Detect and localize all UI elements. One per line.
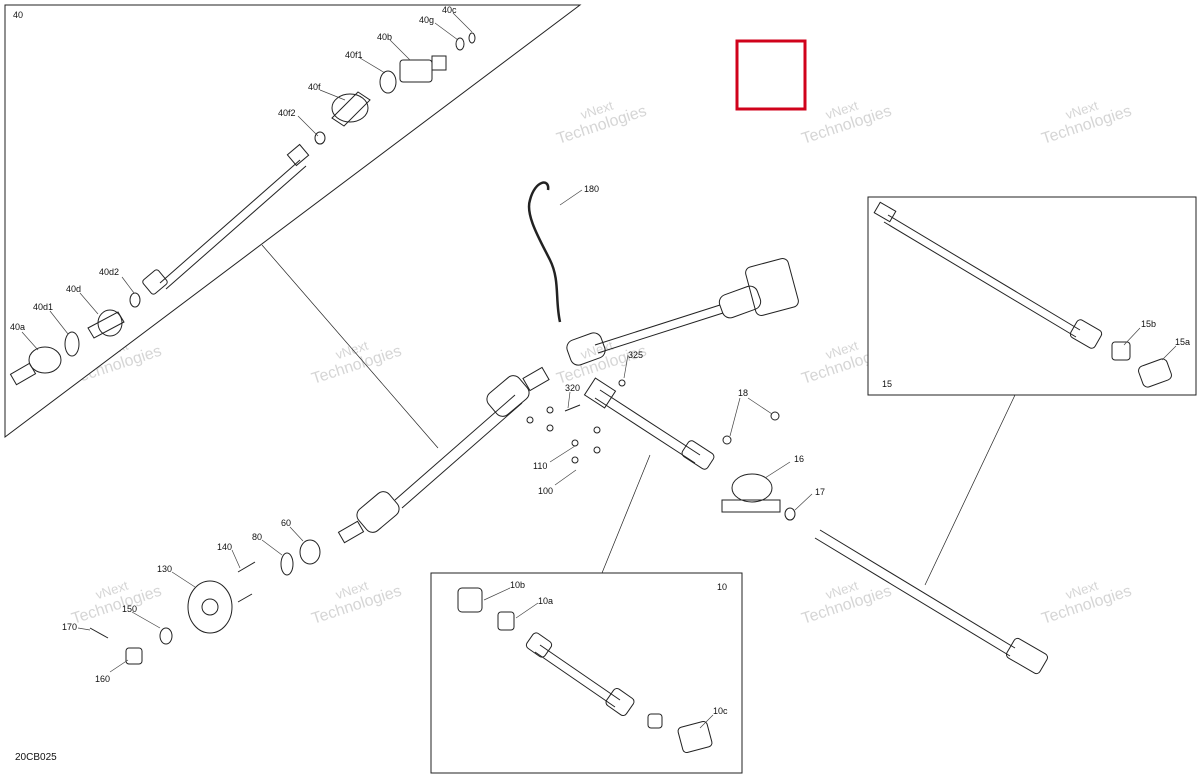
callout-40f1: 40f1 xyxy=(345,50,363,60)
diagram-code: 20CB025 xyxy=(15,752,57,763)
callout-40d: 40d xyxy=(66,284,81,294)
inset-15: 15 15b 15a xyxy=(867,196,1197,396)
callout-40d1: 40d1 xyxy=(33,302,53,312)
callout-18: 18 xyxy=(738,388,748,398)
inset-15-number: 15 xyxy=(882,379,892,389)
main-assembly xyxy=(89,181,1048,675)
callout-40f: 40f xyxy=(308,82,321,92)
callout-110: 110 xyxy=(533,461,547,471)
callout-40d2: 40d2 xyxy=(99,267,119,277)
main-labels: 180 325 320 110 100 18 16 17 60 80 140 1… xyxy=(62,184,825,684)
inset-40 xyxy=(4,4,582,439)
main-leaders xyxy=(77,189,813,673)
callout-180: 180 xyxy=(584,184,599,194)
inset-40-labels: 40 40c 40g 40b 40f1 40f 40f2 40d2 40d 40… xyxy=(10,5,457,332)
callout-325: 325 xyxy=(628,350,643,360)
callout-17: 17 xyxy=(815,487,825,497)
callout-40g: 40g xyxy=(419,15,434,25)
callout-10a: 10a xyxy=(538,596,553,606)
callout-170: 170 xyxy=(62,622,77,632)
callout-10c: 10c xyxy=(713,706,728,716)
inset-40-number: 40 xyxy=(13,10,23,20)
callout-100: 100 xyxy=(538,486,553,496)
callout-40a: 40a xyxy=(10,322,25,332)
highlight-box[interactable] xyxy=(735,39,807,111)
inset-40-leaders xyxy=(21,12,473,351)
callout-160: 160 xyxy=(95,674,110,684)
inset-10: 10 10b 10a 10c xyxy=(430,572,743,774)
callout-16: 16 xyxy=(794,454,804,464)
callout-130: 130 xyxy=(157,564,172,574)
callout-320: 320 xyxy=(565,383,580,393)
callout-15a: 15a xyxy=(1175,337,1190,347)
callout-40f2: 40f2 xyxy=(278,108,296,118)
callout-40c: 40c xyxy=(442,5,457,15)
callout-140: 140 xyxy=(217,542,232,552)
callout-10b: 10b xyxy=(510,580,525,590)
callout-60: 60 xyxy=(281,518,291,528)
callout-40b: 40b xyxy=(377,32,392,42)
callout-15b: 15b xyxy=(1141,319,1156,329)
inset-10-number: 10 xyxy=(717,582,727,592)
callout-150: 150 xyxy=(122,604,137,614)
callout-80: 80 xyxy=(252,532,262,542)
